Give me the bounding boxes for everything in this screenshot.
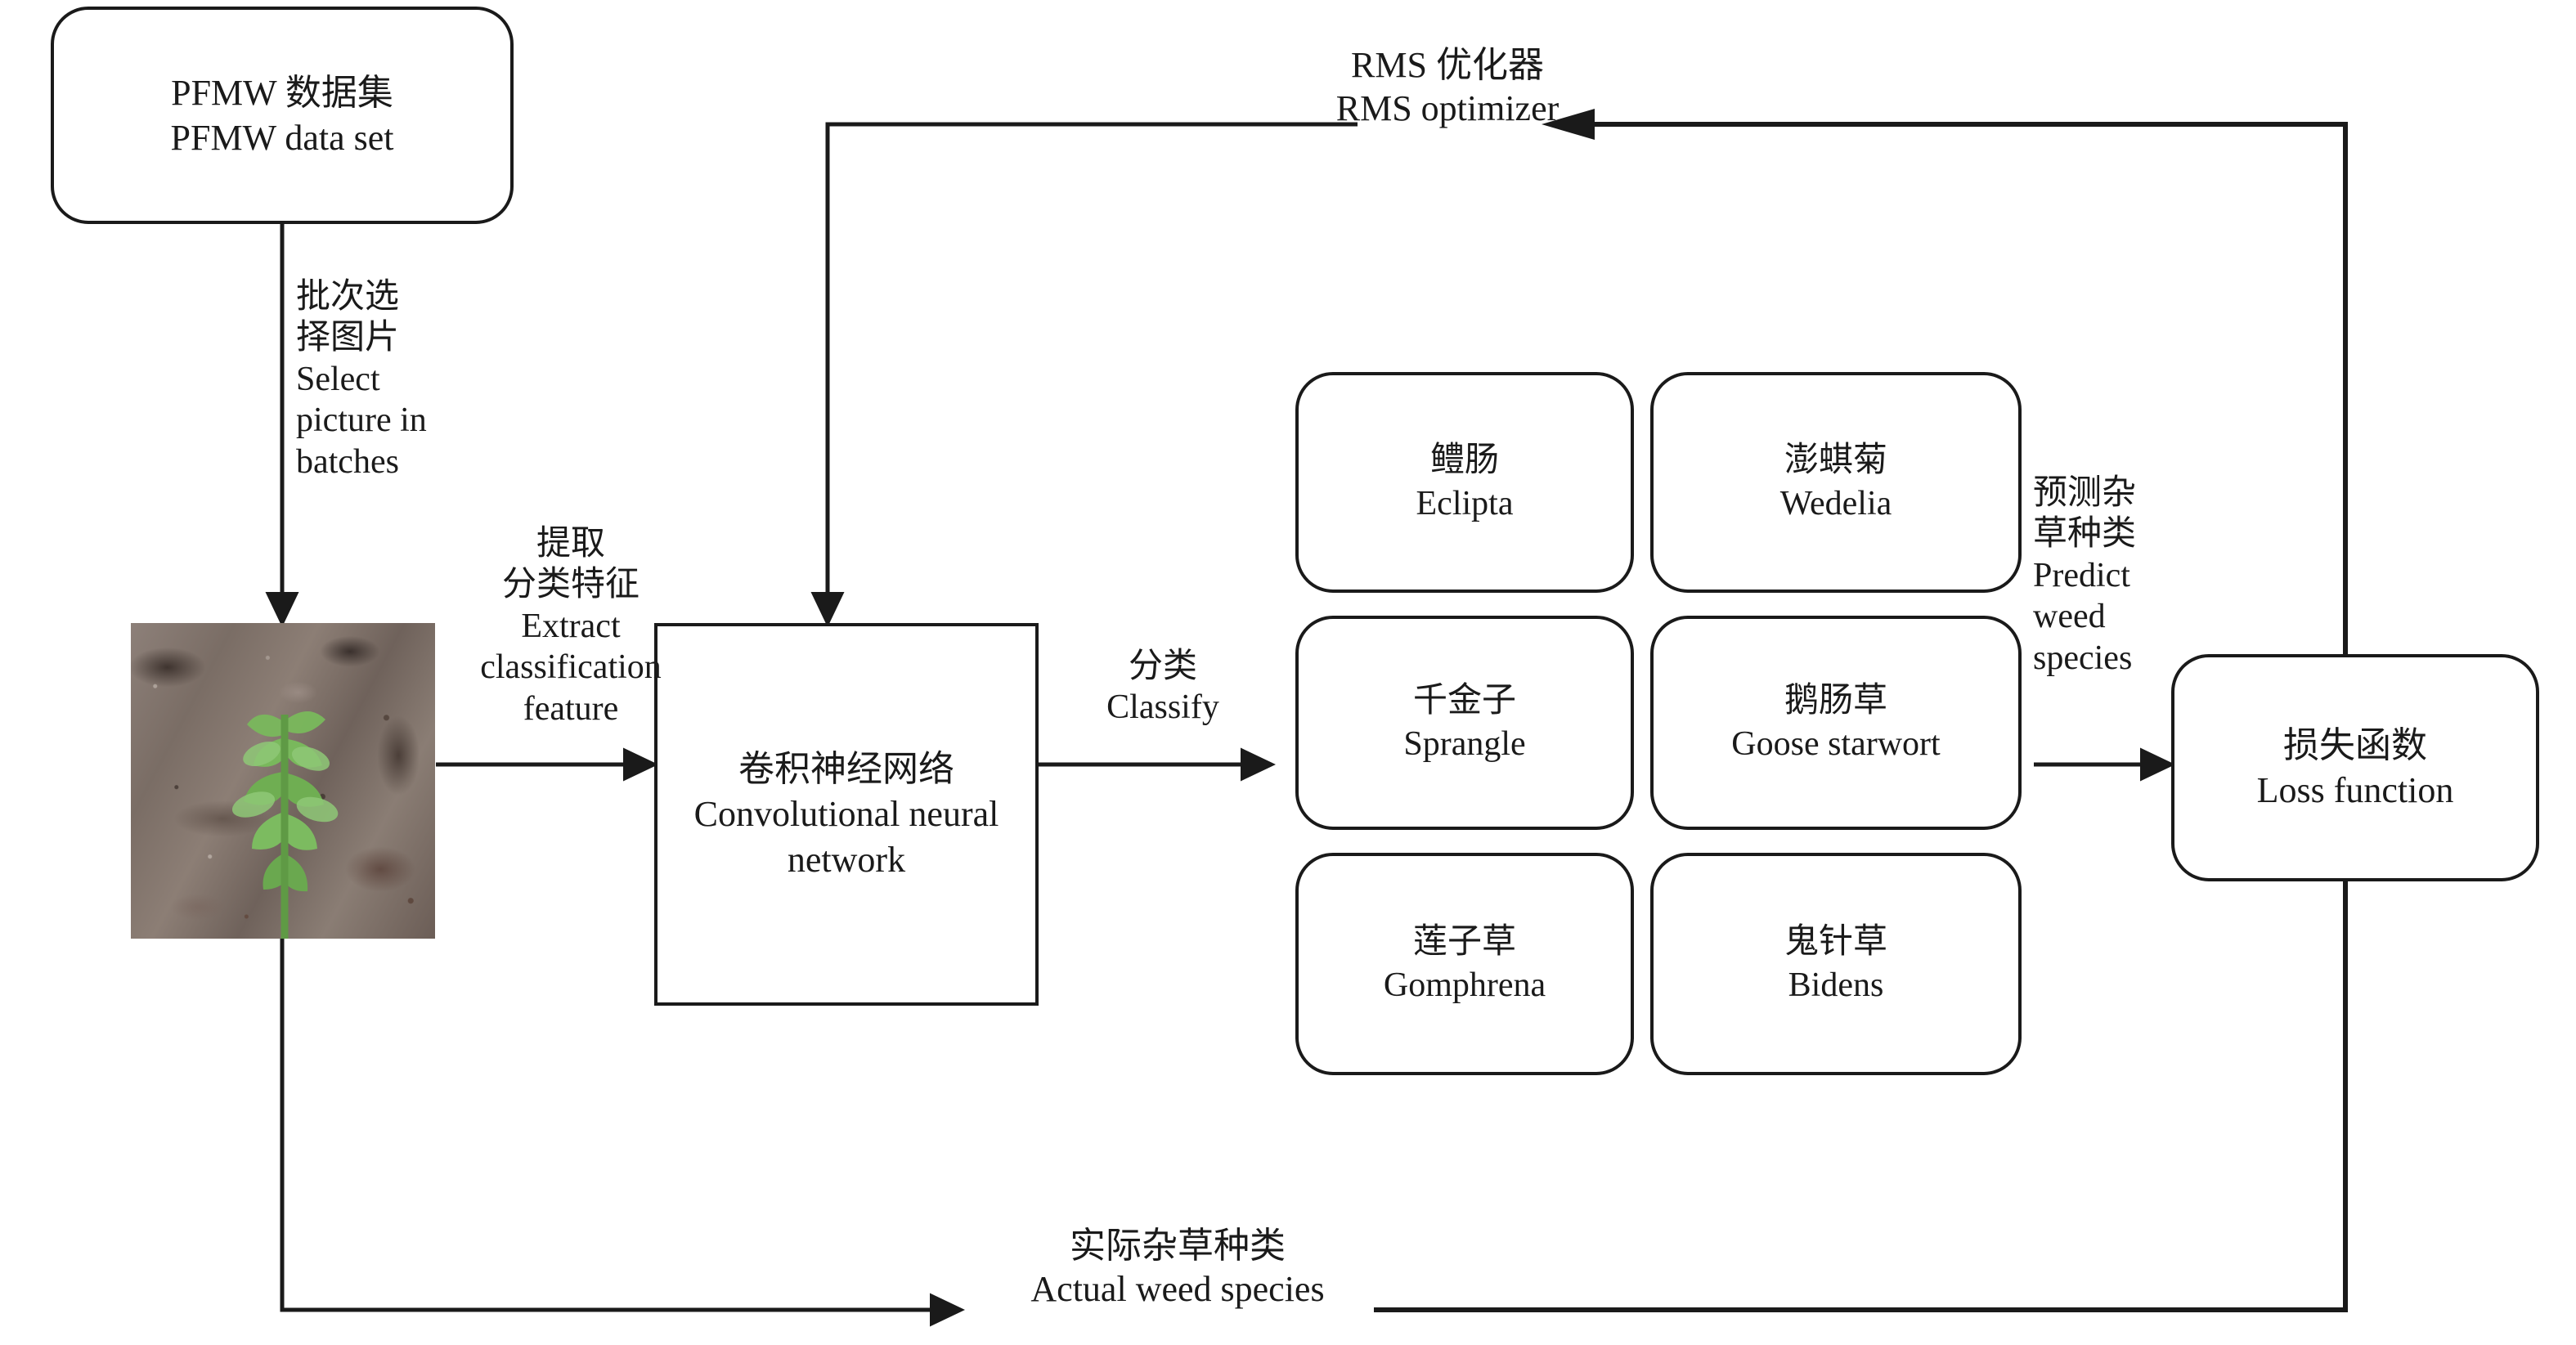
label-rms-optimizer: RMS 优化器 RMS optimizer bbox=[1335, 45, 1560, 128]
node-pfmw-dataset[interactable]: PFMW 数据集 PFMW data set bbox=[51, 7, 514, 224]
weed-sample-photo bbox=[131, 623, 435, 939]
species-3-zh: 鹅肠草 bbox=[1784, 682, 1887, 720]
plant-illustration bbox=[231, 711, 339, 939]
species-4-en: Gomphrena bbox=[1383, 966, 1546, 1004]
node-loss-en: Loss function bbox=[2256, 770, 2454, 810]
species-2-en: Sprangle bbox=[1403, 725, 1526, 763]
species-5-en: Bidens bbox=[1788, 966, 1884, 1004]
node-convolutional-neural-network[interactable]: 卷积神经网络 Convolutional neural network bbox=[654, 623, 1039, 1006]
node-species-goose-starwort[interactable]: 鹅肠草 Goose starwort bbox=[1650, 616, 2022, 830]
species-0-en: Eclipta bbox=[1416, 485, 1514, 522]
node-species-eclipta[interactable]: 鳢肠 Eclipta bbox=[1295, 372, 1634, 593]
node-species-gomphrena[interactable]: 莲子草 Gomphrena bbox=[1295, 853, 1634, 1075]
node-loss-function[interactable]: 损失函数 Loss function bbox=[2171, 654, 2539, 881]
node-species-wedelia[interactable]: 澎蜞菊 Wedelia bbox=[1650, 372, 2022, 593]
species-3-en: Goose starwort bbox=[1731, 725, 1941, 763]
node-pfmw-dataset-en: PFMW data set bbox=[170, 118, 394, 158]
species-4-zh: 莲子草 bbox=[1412, 923, 1516, 962]
node-cnn-en: Convolutional neural network bbox=[693, 794, 999, 880]
label-extract-classification-feature: 提取 分类特征 Extract classification feature bbox=[480, 525, 662, 728]
species-1-zh: 澎蜞菊 bbox=[1784, 442, 1887, 480]
label-predict-weed-species: 预测杂 草种类 Predict weed species bbox=[2033, 474, 2137, 677]
node-species-sprangle[interactable]: 千金子 Sprangle bbox=[1295, 616, 1634, 830]
node-pfmw-dataset-zh: PFMW 数据集 bbox=[171, 72, 393, 113]
label-actual-weed-species: 实际杂草种类 Actual weed species bbox=[1030, 1226, 1325, 1309]
label-select-picture-in-batches: 批次选 择图片 Select picture in batches bbox=[296, 278, 427, 481]
species-1-en: Wedelia bbox=[1779, 485, 1892, 522]
label-classify: 分类 Classify bbox=[1106, 648, 1219, 727]
edge-rms-to-cnn bbox=[810, 122, 1358, 628]
node-loss-zh: 损失函数 bbox=[2283, 724, 2427, 765]
node-cnn-zh: 卷积神经网络 bbox=[738, 748, 954, 789]
node-species-bidens[interactable]: 鬼针草 Bidens bbox=[1650, 853, 2022, 1075]
species-0-zh: 鳢肠 bbox=[1429, 442, 1499, 480]
species-2-zh: 千金子 bbox=[1412, 682, 1516, 720]
species-5-zh: 鬼针草 bbox=[1784, 923, 1887, 962]
